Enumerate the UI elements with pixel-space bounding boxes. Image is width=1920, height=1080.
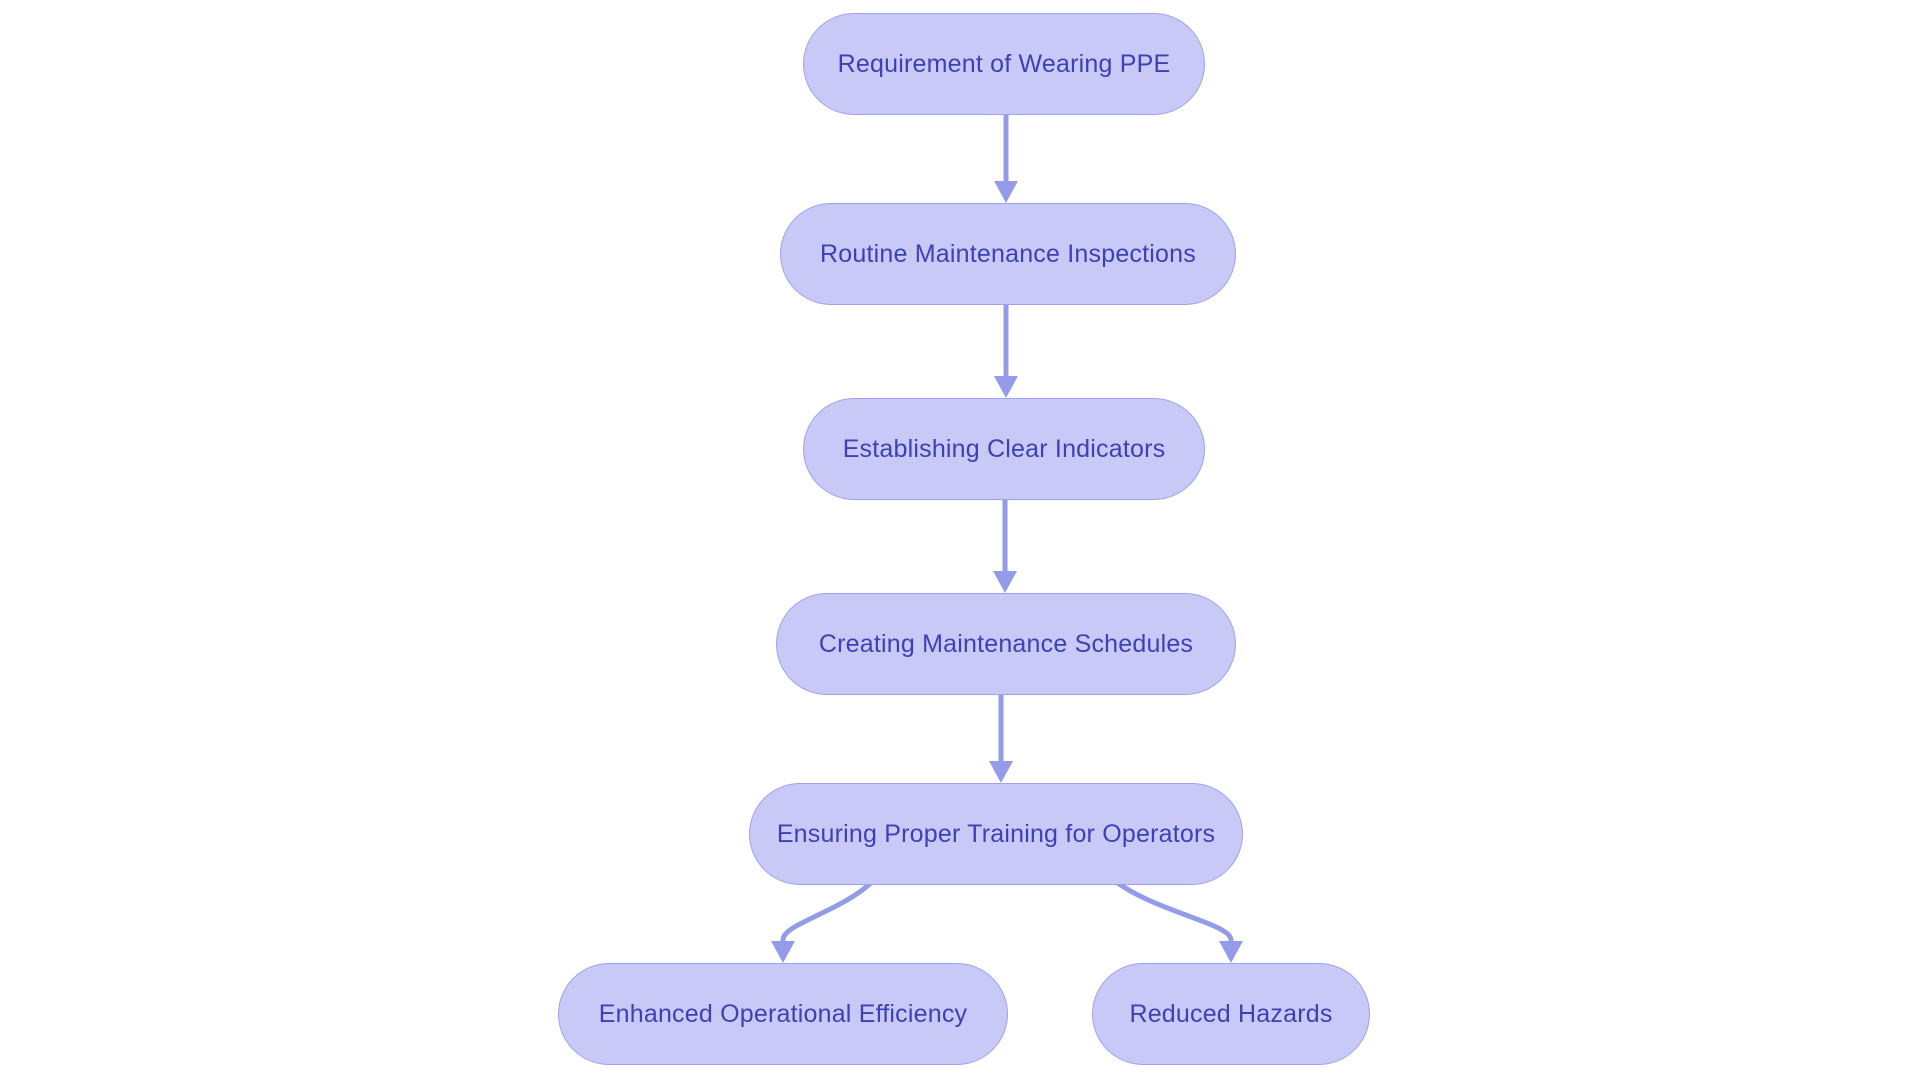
arrowhead-icon: [994, 181, 1018, 203]
flow-edge-n5-n6: [780, 875, 879, 943]
flow-node-n7: Reduced Hazards: [1092, 963, 1370, 1065]
arrowhead-icon: [993, 571, 1017, 593]
flow-node-n5: Ensuring Proper Training for Operators: [749, 783, 1243, 885]
flow-node-label: Creating Maintenance Schedules: [818, 629, 1194, 658]
flow-node-label: Enhanced Operational Efficiency: [598, 999, 968, 1028]
flow-node-label: Ensuring Proper Training for Operators: [776, 819, 1216, 848]
flow-node-n4: Creating Maintenance Schedules: [776, 593, 1236, 695]
arrowhead-icon: [1219, 941, 1243, 963]
flow-node-label: Establishing Clear Indicators: [842, 434, 1166, 463]
flow-node-label: Routine Maintenance Inspections: [820, 239, 1196, 268]
flow-node-label: Requirement of Wearing PPE: [837, 49, 1171, 78]
arrowhead-icon: [771, 941, 795, 963]
flow-node-label: Reduced Hazards: [1129, 999, 1333, 1028]
flow-node-n2: Routine Maintenance Inspections: [780, 203, 1236, 305]
arrowhead-icon: [994, 376, 1018, 398]
flow-node-n6: Enhanced Operational Efficiency: [558, 963, 1008, 1065]
flow-edge-n5-n7: [1108, 875, 1234, 943]
flow-node-n1: Requirement of Wearing PPE: [803, 13, 1205, 115]
arrowhead-icon: [989, 761, 1013, 783]
flow-node-n3: Establishing Clear Indicators: [803, 398, 1205, 500]
